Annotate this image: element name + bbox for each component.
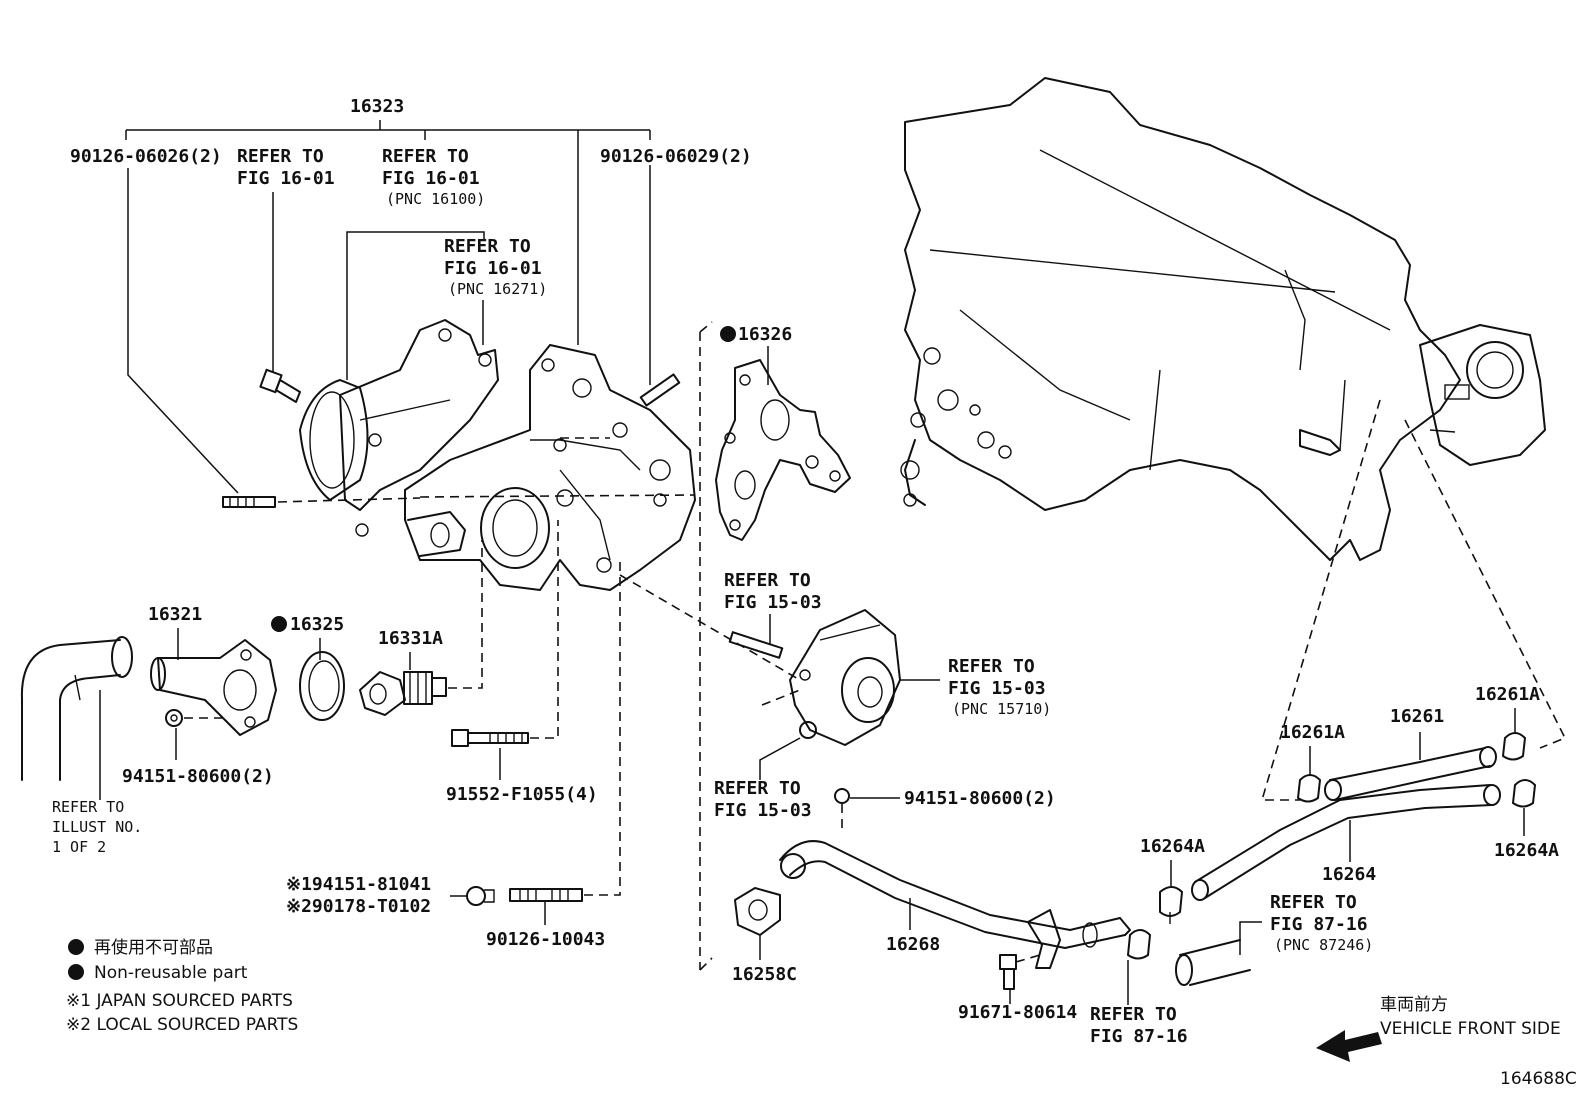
legend-note-2: ※2 LOCAL SOURCED PARTS (66, 1015, 298, 1035)
nut-194151 (466, 886, 495, 906)
thermostat-16331A (359, 671, 447, 716)
svg-text:REFER TO: REFER TO (948, 656, 1035, 677)
svg-text:FIG 87-16: FIG 87-16 (1270, 914, 1368, 935)
ref-fig87-16-a: REFER TO FIG 87-16 (PNC 87246) (1270, 892, 1373, 954)
label-290178-T0102: ※290178-T0102 (286, 896, 431, 917)
label-16261A-b: 16261A (1475, 684, 1540, 705)
clamp-16264A-lower (1127, 929, 1151, 960)
callout-tree-16323 (125, 120, 651, 385)
clamp-16264A-mid (1159, 886, 1183, 924)
label-90126-06026: 90126-06026(2) (70, 146, 222, 167)
svg-text:REFER TO: REFER TO (724, 570, 811, 591)
hose-16264 (1191, 784, 1501, 901)
label-90126-10043: 90126-10043 (486, 929, 605, 950)
svg-text:FIG 15-03: FIG 15-03 (724, 592, 822, 613)
hose-refer-illust (20, 636, 133, 781)
label-16326: 16326 (738, 324, 792, 345)
bolt-pump-top (259, 368, 301, 403)
svg-text:REFER TO: REFER TO (1090, 1004, 1177, 1025)
nut-94151-b (834, 788, 850, 804)
label-16258C: 16258C (732, 964, 797, 985)
svg-text:1 OF 2: 1 OF 2 (52, 838, 106, 856)
gasket-ring-16325 (299, 651, 345, 721)
svg-text:REFER TO: REFER TO (444, 236, 531, 257)
svg-text:(PNC 16271): (PNC 16271) (448, 280, 547, 298)
svg-text:REFER TO: REFER TO (382, 146, 469, 167)
bolt-91552 (451, 729, 529, 747)
svg-text:(PNC 16100): (PNC 16100) (386, 190, 485, 208)
gasket-16326 (715, 359, 851, 541)
label-16331A: 16331A (378, 628, 443, 649)
legend-note-1: ※1 JAPAN SOURCED PARTS (66, 991, 293, 1011)
nut-oil-cooler (799, 721, 817, 739)
svg-text:REFER TO: REFER TO (52, 798, 124, 816)
ref-fig16-01-c: REFER TO FIG 16-01 (PNC 16271) (444, 236, 547, 298)
front-label-jp: 車両前方 (1380, 995, 1448, 1015)
front-arrow-icon (1316, 1030, 1382, 1062)
label-90126-06029: 90126-06029(2) (600, 146, 752, 167)
label-94151-80600-a: 94151-80600(2) (122, 766, 274, 787)
label-16264: 16264 (1322, 864, 1376, 885)
legend-non-reusable-en: Non-reusable part (94, 963, 248, 983)
stud-90126-06026 (222, 496, 276, 508)
clamp-16261A-right (1502, 732, 1526, 761)
label-91552-F1055: 91552-F1055(4) (446, 784, 598, 805)
bolt-91671 (999, 954, 1017, 990)
clamp-16264A-right (1512, 779, 1536, 808)
water-inlet-16321 (150, 639, 277, 736)
legend: 再使用不可部品 Non-reusable part ※1 JAPAN SOURC… (66, 937, 298, 1035)
ref-illust-no-1-of-2: REFER TO ILLUST NO. 1 OF 2 (52, 798, 142, 856)
hose-16261 (1324, 746, 1497, 801)
label-194151-81041: ※194151-81041 (286, 874, 431, 895)
svg-text:FIG 16-01: FIG 16-01 (444, 258, 542, 279)
engine-block (900, 77, 1546, 561)
water-pump-assembly (299, 319, 696, 591)
oil-cooler (789, 609, 901, 746)
svg-text:(PNC 87246): (PNC 87246) (1274, 936, 1373, 954)
label-16264A-a: 16264A (1140, 836, 1205, 857)
label-16325: 16325 (290, 614, 344, 635)
svg-text:FIG 15-03: FIG 15-03 (948, 678, 1046, 699)
label-16321: 16321 (148, 604, 202, 625)
svg-text:FIG 87-16: FIG 87-16 (1090, 1026, 1188, 1047)
ref-fig16-01-b: REFER TO FIG 16-01 (PNC 16100) (382, 146, 485, 208)
svg-text:FIG 16-01: FIG 16-01 (382, 168, 480, 189)
ref-fig15-03-a: REFER TO FIG 15-03 (724, 570, 822, 613)
label-16264A-b: 16264A (1494, 840, 1559, 861)
stud-90126-10043 (509, 888, 583, 902)
ref-fig15-03-c: REFER TO FIG 15-03 (714, 778, 812, 821)
label-94151-80600-b: 94151-80600(2) (904, 788, 1056, 809)
svg-text:FIG 15-03: FIG 15-03 (714, 800, 812, 821)
label-16261A-a: 16261A (1280, 722, 1345, 743)
label-16268: 16268 (886, 934, 940, 955)
svg-text:REFER TO: REFER TO (1270, 892, 1357, 913)
clamp-16261A-left (1297, 774, 1321, 803)
figure-code: 164688C (1500, 1069, 1577, 1089)
vehicle-front-indicator: 車両前方 VEHICLE FRONT SIDE (1316, 995, 1561, 1062)
svg-text:(PNC 15710): (PNC 15710) (952, 700, 1051, 718)
hose-fig87-16 (1175, 939, 1251, 986)
front-label-en: VEHICLE FRONT SIDE (1380, 1019, 1561, 1039)
nut-94151-a (165, 709, 183, 727)
bypass-pipe-16268 (779, 840, 1131, 969)
ref-fig16-01-a: REFER TO FIG 16-01 (237, 146, 335, 189)
label-91671-80614: 91671-80614 (958, 1002, 1077, 1023)
legend-non-reusable-jp: 再使用不可部品 (94, 937, 213, 958)
stud-oil-cooler (728, 631, 784, 659)
stud-90126-06029 (639, 373, 681, 407)
svg-text:REFER TO: REFER TO (714, 778, 801, 799)
svg-text:REFER TO: REFER TO (237, 146, 324, 167)
ref-fig87-16-b: REFER TO FIG 87-16 (1090, 1004, 1188, 1047)
throttle-body (1419, 324, 1546, 466)
svg-text:FIG 16-01: FIG 16-01 (237, 168, 335, 189)
label-16323: 16323 (350, 96, 404, 117)
label-16261: 16261 (1390, 706, 1444, 727)
svg-text:ILLUST NO.: ILLUST NO. (52, 818, 142, 836)
ref-fig15-03-b: REFER TO FIG 15-03 (PNC 15710) (948, 656, 1051, 718)
gasket-16258C (734, 887, 781, 936)
